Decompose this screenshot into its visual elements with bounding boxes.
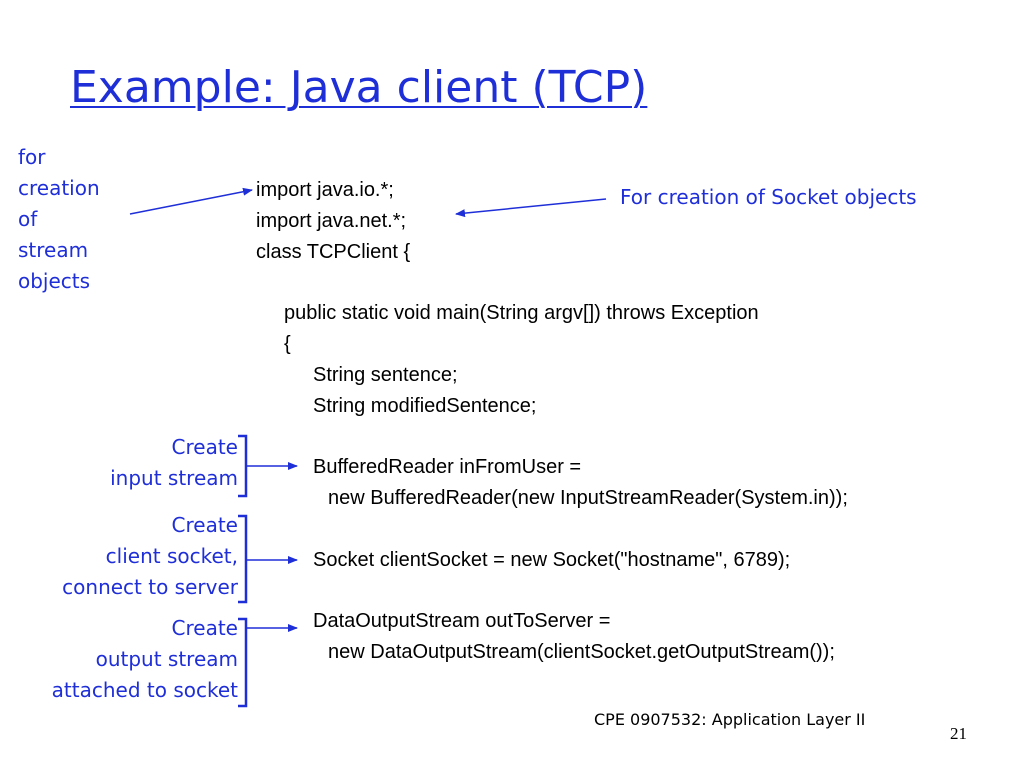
- annotation-line: connect to server: [62, 575, 238, 599]
- annotation-line: client socket,: [105, 544, 238, 568]
- code-line: String modifiedSentence;: [313, 395, 537, 417]
- bracket-input-stream: [238, 434, 248, 498]
- annotation-line: creation: [18, 176, 100, 200]
- code-line: new BufferedReader(new InputStreamReader…: [328, 487, 848, 509]
- annotation-socket-objects: For creation of Socket objects: [620, 185, 917, 209]
- code-line: String sentence;: [313, 364, 458, 386]
- bracket-output-stream: [238, 617, 248, 708]
- footer-course-label: CPE 0907532: Application Layer II: [594, 710, 866, 729]
- code-line: import java.io.*;: [256, 179, 394, 201]
- code-line: public static void main(String argv[]) t…: [284, 302, 759, 324]
- slide-title: Example: Java client (TCP): [70, 62, 648, 113]
- annotation-line: stream: [18, 238, 89, 262]
- annotation-client-socket: Create client socket, connect to server: [62, 510, 238, 603]
- arrow-stream-objects: [129, 187, 253, 215]
- arrow-socket-objects: [455, 198, 607, 218]
- code-line: {: [284, 333, 291, 355]
- annotation-line: Create: [171, 435, 238, 459]
- annotation-output-stream: Create output stream attached to socket: [52, 613, 238, 706]
- annotation-stream-objects: for creation of stream objects: [18, 142, 100, 297]
- code-line: class TCPClient {: [256, 241, 411, 263]
- code-line: new DataOutputStream(clientSocket.getOut…: [328, 641, 835, 663]
- code-line: BufferedReader inFromUser =: [313, 456, 582, 478]
- page-number: 21: [950, 724, 967, 743]
- bracket-client-socket: [238, 514, 248, 604]
- code-line: DataOutputStream outToServer =: [313, 610, 611, 632]
- annotation-input-stream: Create input stream: [110, 432, 238, 494]
- annotation-line: Create: [171, 513, 238, 537]
- code-line: import java.net.*;: [256, 210, 407, 232]
- annotation-line: input stream: [110, 466, 238, 490]
- code-line: Socket clientSocket = new Socket("hostna…: [313, 549, 791, 571]
- code-block: import java.io.*; import java.net.*; cla…: [0, 0, 848, 663]
- annotation-line: attached to socket: [51, 678, 238, 702]
- annotation-line: objects: [18, 269, 91, 293]
- annotation-line: for: [18, 145, 46, 169]
- annotation-line: Create: [171, 616, 238, 640]
- annotation-line: of: [18, 207, 38, 231]
- annotation-line: output stream: [95, 647, 238, 671]
